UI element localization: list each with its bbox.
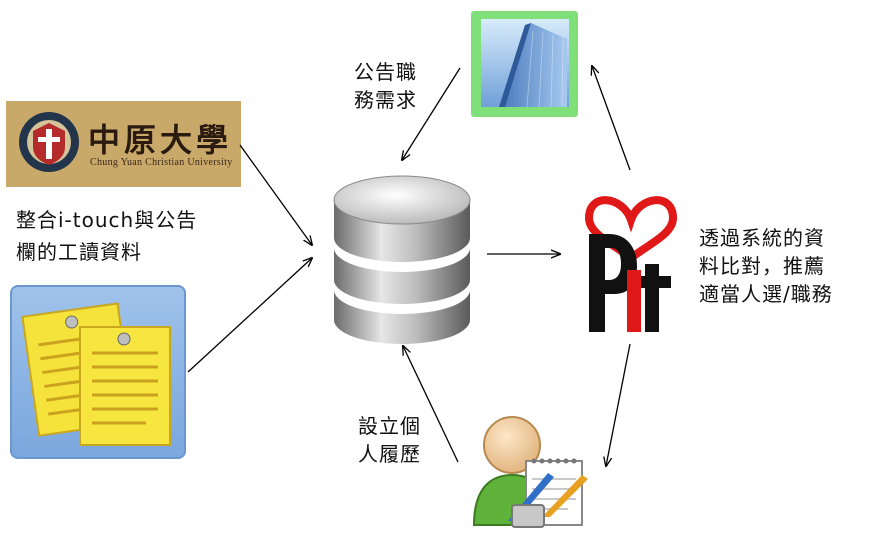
- company-building-icon: [471, 11, 578, 117]
- database-icon: [328, 172, 476, 352]
- right-label-line-1: 透過系統的資: [699, 226, 825, 250]
- resume-user-icon: [468, 393, 592, 531]
- left-label-line-1: 整合i-touch與公告: [16, 208, 198, 232]
- arrow-pit-to-building: [592, 66, 631, 171]
- top-label-line-2: 務需求: [354, 88, 417, 112]
- bottom-label-line-1: 設立個: [358, 414, 421, 438]
- university-logo: 中原大學 Chung Yuan Christian University: [6, 101, 241, 187]
- bottom-label-line-2: 人履歷: [358, 442, 421, 466]
- left-label: 整合i-touch與公告 欄的工讀資料: [16, 206, 197, 266]
- documents-icon: [10, 285, 186, 459]
- right-label: 透過系統的資 料比對，推薦 適當人選/職務: [699, 224, 833, 308]
- arrow-building-to-database: [402, 67, 461, 160]
- bottom-label: 設立個 人履歷: [358, 412, 421, 468]
- arrow-university-to-database: [239, 144, 312, 245]
- arrow-user-to-database: [403, 346, 459, 463]
- right-label-line-2: 料比對，推薦: [699, 254, 825, 278]
- top-label-line-1: 公告職: [354, 60, 417, 84]
- right-label-line-3: 適當人選/職務: [699, 282, 833, 306]
- university-name-en: Chung Yuan Christian University: [90, 157, 233, 168]
- pit-logo: [583, 186, 679, 334]
- left-label-line-2: 欄的工讀資料: [16, 240, 142, 264]
- university-name-zh: 中原大學: [88, 121, 233, 159]
- arrow-pit-to-user: [606, 343, 631, 466]
- university-seal-icon: [19, 112, 79, 172]
- arrow-documents-to-database: [187, 258, 312, 373]
- top-label: 公告職 務需求: [354, 58, 417, 114]
